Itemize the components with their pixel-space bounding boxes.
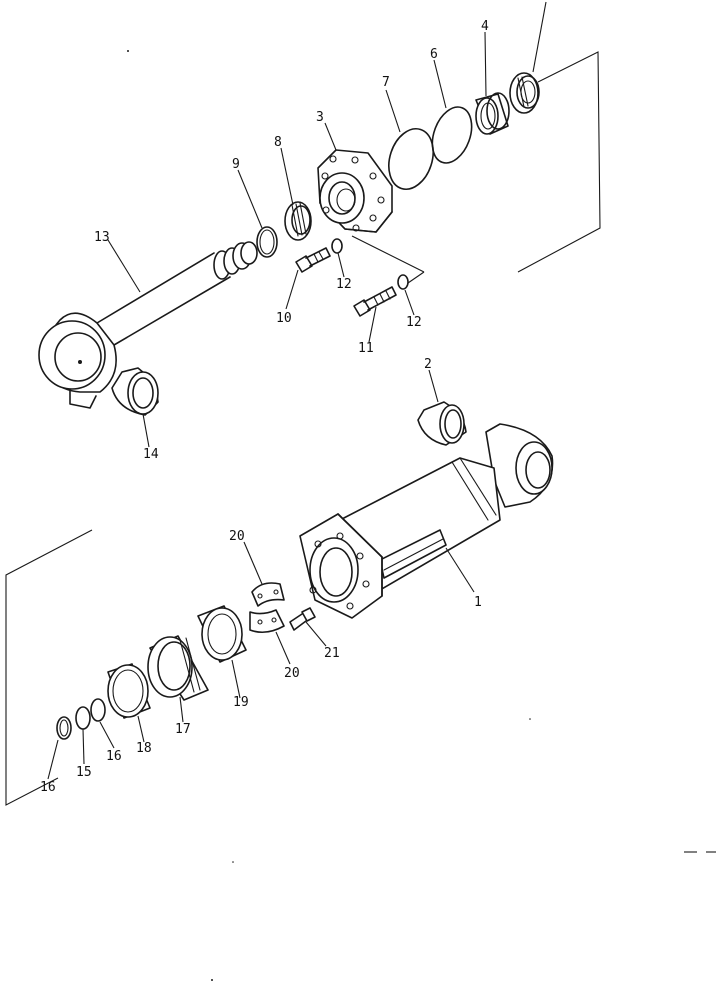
- o-ring-15: [75, 706, 91, 730]
- split-ring-20a: [251, 582, 285, 607]
- callout-6: 6: [430, 47, 438, 62]
- snap-ring-9: [256, 226, 278, 258]
- o-ring-7: [388, 128, 434, 190]
- callout-3: 3: [316, 110, 324, 125]
- leader-lines: [47, 31, 487, 780]
- callout-19: 19: [233, 695, 249, 710]
- callout-10: 10: [276, 311, 292, 326]
- callout-17: 17: [175, 722, 191, 737]
- callout-21: 21: [324, 646, 340, 661]
- callout-4: 4: [481, 19, 489, 34]
- callout-14: 14: [143, 447, 159, 462]
- callout-20b: 20: [284, 666, 300, 681]
- callout-1: 1: [474, 595, 482, 610]
- callout-13: 13: [94, 230, 110, 245]
- callout-12b: 12: [406, 315, 422, 330]
- cylinder-head: [317, 149, 425, 284]
- assembly-boundary-lines: [5, 1, 716, 853]
- callout-11: 11: [358, 341, 374, 356]
- callout-16a: 16: [40, 780, 56, 795]
- callout-15: 15: [76, 765, 92, 780]
- callout-7: 7: [382, 75, 390, 90]
- bolt-10: [295, 247, 331, 273]
- bolt-11: [353, 286, 397, 317]
- wear-ring-19: [197, 605, 247, 663]
- callout-8: 8: [274, 135, 282, 150]
- rod-bushing-8: [284, 201, 312, 241]
- piston-seal-18: [107, 663, 151, 719]
- callout-18: 18: [136, 741, 152, 756]
- callout-20a: 20: [229, 529, 245, 544]
- washer-12b: [397, 274, 409, 290]
- bottom-bushing-2: [417, 401, 467, 446]
- callout-9: 9: [232, 157, 240, 172]
- callout-12a: 12: [336, 277, 352, 292]
- callout-2: 2: [424, 357, 432, 372]
- callout-16b: 16: [106, 749, 122, 764]
- piston-rod: [38, 241, 258, 409]
- backup-ring-16a: [90, 698, 106, 722]
- rod-eye-bushing: [111, 367, 159, 416]
- backup-ring-6: [431, 106, 473, 164]
- buffer-ring-4: [475, 92, 510, 135]
- bolt-21: [289, 607, 316, 631]
- backup-ring-16b: [56, 716, 72, 740]
- cylinder-tube: [299, 423, 554, 619]
- piston-17: [147, 635, 209, 701]
- washer-12a: [331, 238, 343, 254]
- dust-seal-5: [509, 72, 540, 114]
- split-ring-20b: [249, 609, 285, 634]
